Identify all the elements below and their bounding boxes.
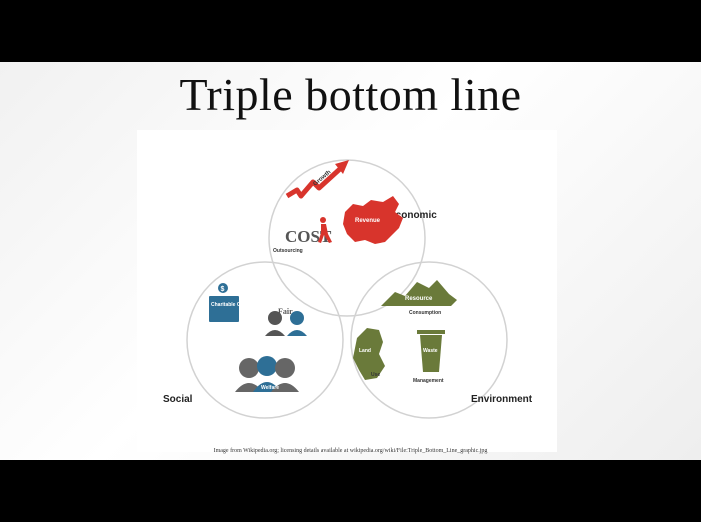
environment-label: Environment <box>471 394 533 405</box>
venn-diagram: Economic Social Environment Growth COST … <box>163 159 533 419</box>
land-map-icon <box>353 328 385 380</box>
use-label: Use <box>371 372 380 378</box>
revenue-label: Revenue <box>355 218 381 224</box>
slide: Triple bottom line Economic Social Envir… <box>0 62 701 460</box>
fair-label: Fair <box>278 307 293 316</box>
slide-title: Triple bottom line <box>179 69 522 120</box>
mountain-icon <box>381 280 457 306</box>
resource-label: Resource <box>405 296 433 302</box>
waste-bin-icon <box>417 330 445 372</box>
economic-circle <box>268 159 426 317</box>
management-label: Management <box>413 378 444 384</box>
fair-people-icon <box>265 311 307 336</box>
outsourcing-label: Outsourcing <box>273 248 303 254</box>
charity-box-icon: $ <box>209 283 239 322</box>
waste-label: Waste <box>423 348 438 354</box>
welfare-people-icon <box>235 356 299 392</box>
triple-bottom-line-figure: Economic Social Environment Growth COST … <box>137 130 557 452</box>
consumption-label: Consumption <box>409 310 441 316</box>
growth-arrow-icon <box>285 160 349 199</box>
land-label: Land <box>359 348 371 354</box>
social-circle <box>186 261 344 419</box>
image-credit-caption: Image from Wikipedia.org; licensing deta… <box>213 448 488 454</box>
environment-circle <box>350 261 508 419</box>
china-map-icon <box>343 196 403 244</box>
svg-text:$: $ <box>221 286 225 293</box>
charity-label: Charitable Contribution <box>211 302 267 308</box>
welfare-label: Welfare <box>261 385 279 391</box>
economic-label: Economic <box>389 210 437 221</box>
social-label: Social <box>163 394 193 405</box>
walking-person-icon <box>318 217 332 243</box>
